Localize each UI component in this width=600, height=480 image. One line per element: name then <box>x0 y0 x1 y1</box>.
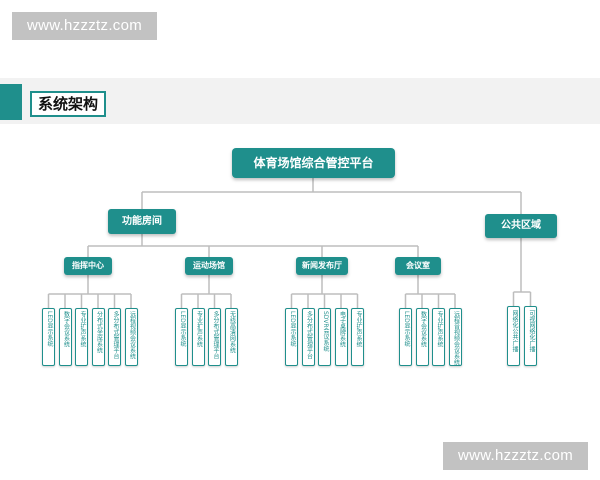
section-title: 系统架构 <box>30 91 106 117</box>
leaf-node: 分布式坐席系统 <box>91 308 105 366</box>
leaf-node: 专业扩声系统 <box>351 308 364 366</box>
group-node-sports-venue: 运动场馆 <box>185 257 233 275</box>
branch-node-function-rooms: 功能房间 <box>108 209 176 234</box>
leaf-node: 电子桌牌系统 <box>334 308 348 366</box>
leaf-node: LED显示系统 <box>175 308 188 366</box>
leaf-node: LED显示系统 <box>399 308 412 366</box>
leaf-node: 专业扩声系统 <box>432 308 445 366</box>
connector-line <box>512 292 532 306</box>
leaf-node: 远程音视频会议系统 <box>448 308 462 366</box>
group-node-press-hall: 新闻发布厅 <box>296 257 348 275</box>
leaf-node: LED显示系统 <box>42 308 55 366</box>
leaf-node: 多分布式管理平台 <box>208 308 221 366</box>
connector-line <box>513 238 531 293</box>
leaf-node: 数字会议系统 <box>58 308 72 366</box>
leaf-node: LED显示系统 <box>285 308 298 366</box>
leaf-node: 无线高清网系统 <box>224 308 238 366</box>
header-accent-bar <box>0 84 22 120</box>
connector-line <box>181 275 231 295</box>
leaf-node: 可视网络化广播 <box>524 306 537 366</box>
connector-line <box>291 275 358 295</box>
connector-line <box>48 275 131 295</box>
branch-node-public-area: 公共区域 <box>485 214 557 238</box>
connector-line <box>87 246 419 257</box>
connector-line <box>180 294 232 308</box>
group-node-command-center: 指挥中心 <box>64 257 112 275</box>
watermark-bottom: www.hzzztz.com <box>443 442 588 470</box>
leaf-node: 远程视频会议系统 <box>124 308 138 366</box>
connector-line <box>405 275 455 295</box>
leaf-node: 网络化公共广播 <box>507 306 520 366</box>
leaf-node: SDVR会议系统 <box>318 308 331 366</box>
connector-line <box>47 294 132 308</box>
root-node: 体育场馆综合管控平台 <box>232 148 395 178</box>
watermark-top: www.hzzztz.com <box>12 12 157 40</box>
leaf-node: 多分布式管理平台 <box>108 308 121 366</box>
leaf-node: 数字会议系统 <box>415 308 429 366</box>
leaf-node: 多分布式管理平台 <box>301 308 315 366</box>
connector-line <box>290 294 359 308</box>
group-node-meeting-room: 会议室 <box>395 257 441 275</box>
leaf-node: 专业扩声系统 <box>191 308 205 366</box>
connector-line <box>404 294 456 308</box>
leaf-node: 专业扩声系统 <box>75 308 88 366</box>
